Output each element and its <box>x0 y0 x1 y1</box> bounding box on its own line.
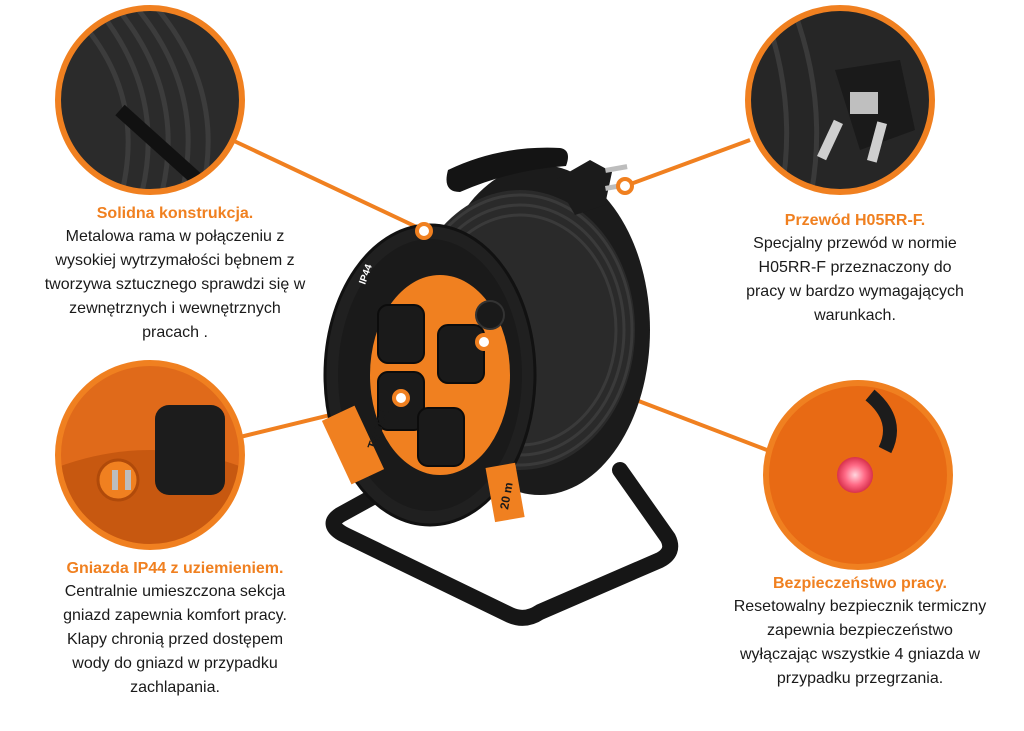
feature-title: Solidna konstrukcja. <box>96 205 254 222</box>
zoom-safety <box>763 380 953 570</box>
feature-safety: Bezpieczeństwo pracy. Resetowalny bezpie… <box>700 575 1020 691</box>
cable-reel: TEGER IP44 20 m <box>321 147 679 626</box>
feature-construction: Solidna konstrukcja. Metalowa rama w poł… <box>30 205 320 345</box>
zoom-cable <box>745 5 935 195</box>
feature-description: Metalowa rama w połączeniu z wysokiej wy… <box>44 228 306 341</box>
feature-title: Przewód H05RR-F. <box>784 212 926 229</box>
callout-dot-icon <box>616 177 634 195</box>
feature-title: Bezpieczeństwo pracy. <box>773 575 947 592</box>
socket-group <box>377 304 485 467</box>
feature-title: Gniazda IP44 z uziemieniem. <box>66 560 284 577</box>
feature-description: Centralnie umieszczona sekcja gniazd zap… <box>63 583 287 696</box>
feature-description: Specjalny przewód w normie H05RR-F przez… <box>746 235 964 324</box>
zoom-circle-frame-icon <box>745 5 935 195</box>
zoom-circle-frame-icon <box>55 360 245 550</box>
zoom-sockets <box>55 360 245 550</box>
stand-frame <box>325 452 679 626</box>
carry-handle <box>446 147 568 192</box>
callout-dot-icon <box>415 222 433 240</box>
length-label: 20 m <box>497 481 516 510</box>
callout-dot-icon <box>392 389 410 407</box>
feature-sockets: Gniazda IP44 z uziemieniem. Centralnie u… <box>30 560 320 700</box>
callout-dots <box>392 177 634 407</box>
zoom-construction <box>55 5 245 195</box>
feature-description: Resetowalny bezpiecznik termiczny zapewn… <box>733 598 987 687</box>
feature-cable: Przewód H05RR-F. Specjalny przewód w nor… <box>705 212 1005 328</box>
zoom-circle-frame-icon <box>55 5 245 195</box>
flange-labels <box>321 405 525 523</box>
callout-dot-icon <box>475 333 493 351</box>
zoom-circle-frame-icon <box>763 380 953 570</box>
